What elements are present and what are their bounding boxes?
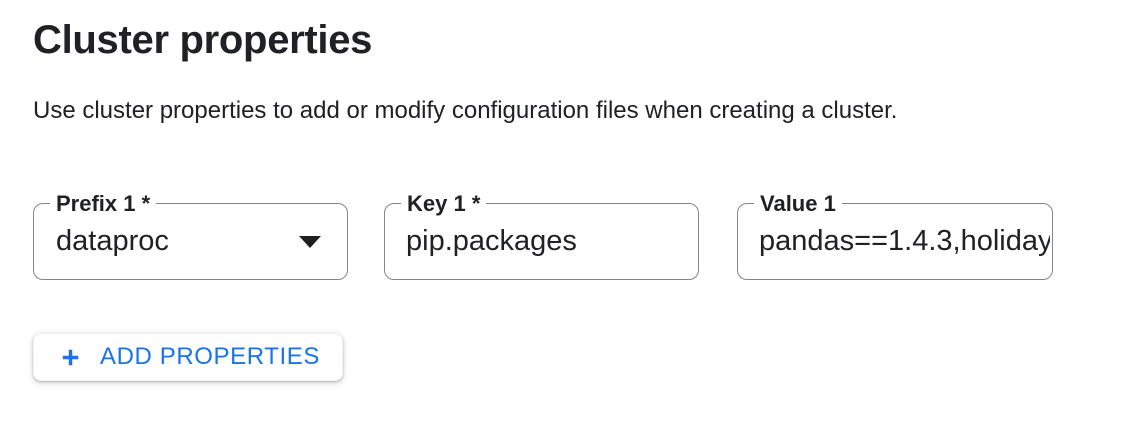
prefix-select[interactable]: dataproc: [34, 204, 347, 279]
add-properties-label: ADD PROPERTIES: [100, 343, 321, 370]
prefix-select-value: dataproc: [56, 225, 169, 257]
value-field: Value 1: [737, 191, 1053, 280]
key-field: Key 1 *: [384, 191, 699, 280]
add-properties-button[interactable]: ADD PROPERTIES: [33, 333, 343, 381]
page-title: Cluster properties: [33, 18, 373, 62]
key-field-label: Key 1 *: [401, 191, 487, 217]
page-description: Use cluster properties to add or modify …: [33, 97, 898, 124]
plus-icon: [62, 349, 79, 365]
prefix-field-label: Prefix 1 *: [50, 191, 157, 217]
value-field-label: Value 1: [754, 191, 842, 217]
prefix-field: Prefix 1 * dataproc: [33, 191, 348, 280]
caret-down-icon: [299, 235, 321, 248]
